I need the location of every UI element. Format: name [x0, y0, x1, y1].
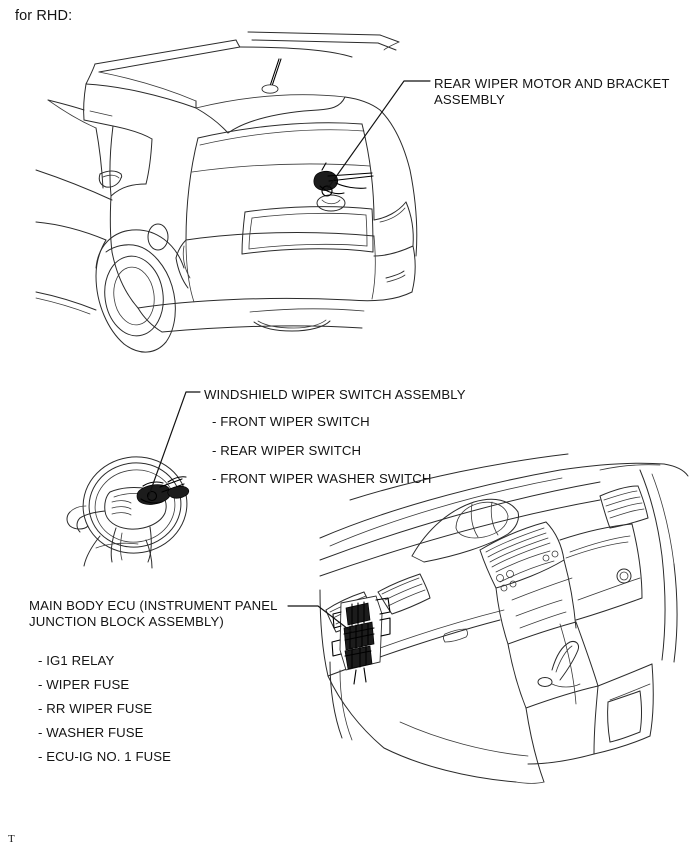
callout-rear-wiper-motor-line1: REAR WIPER MOTOR AND BRACKET: [434, 76, 670, 91]
steering-wheel-view: [66, 391, 201, 569]
callout-item-ig1-relay: - IG1 RELAY: [38, 653, 115, 668]
main-body-ecu-junction-block-component: [331, 595, 391, 685]
callout-item-rr-wiper-fuse: - RR WIPER FUSE: [38, 701, 153, 716]
wiper-switch-stalk-component: [136, 476, 190, 505]
instrument-panel-view: [287, 453, 689, 784]
callout-rear-wiper-motor-line2: ASSEMBLY: [434, 92, 505, 107]
callout-main-body-ecu-line2: JUNCTION BLOCK ASSEMBLY): [29, 614, 224, 629]
callout-item-washer-fuse: - WASHER FUSE: [38, 725, 144, 740]
callout-main-body-ecu-line1: MAIN BODY ECU (INSTRUMENT PANEL: [29, 598, 278, 613]
page-marker: T: [8, 833, 15, 845]
vehicle-rear-three-quarter-view: [35, 31, 431, 353]
callout-item-rear-wiper-switch: - REAR WIPER SWITCH: [212, 443, 362, 458]
intro-note: for RHD:: [15, 8, 73, 24]
callout-item-front-wiper-washer-switch: - FRONT WIPER WASHER SWITCH: [212, 471, 432, 486]
callout-item-wiper-fuse: - WIPER FUSE: [38, 677, 130, 692]
callout-item-ecu-ig-no1-fuse: - ECU-IG NO. 1 FUSE: [38, 749, 172, 764]
callout-windshield-wiper-switch-heading: WINDSHIELD WIPER SWITCH ASSEMBLY: [204, 387, 466, 402]
rear-wiper-motor-component: [313, 162, 374, 197]
callout-item-front-wiper-switch: - FRONT WIPER SWITCH: [212, 414, 370, 429]
